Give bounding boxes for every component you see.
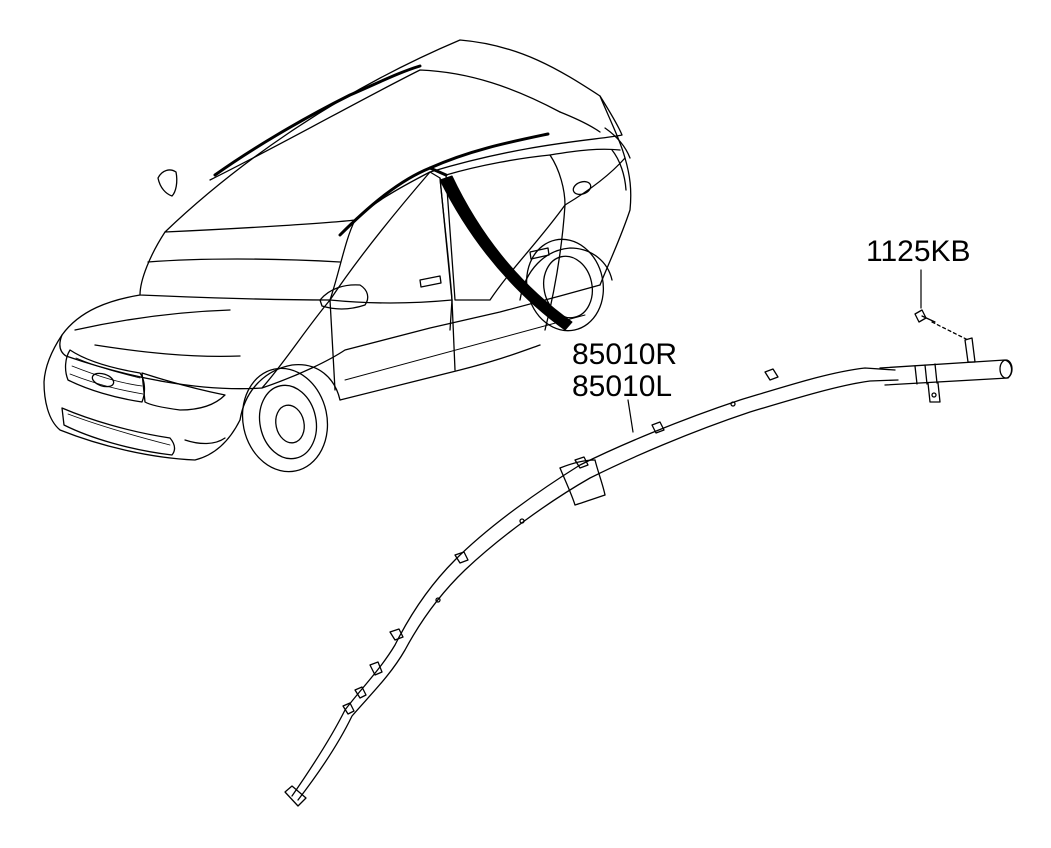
part-label-bolt: 1125KB — [866, 235, 971, 268]
car-illustration — [43, 39, 632, 473]
reference-sweep — [439, 175, 573, 331]
label-leader — [627, 399, 634, 433]
part-label-airbag-lh: 85010L — [572, 370, 673, 403]
part-label-airbag-rh: 85010R — [572, 338, 678, 371]
curtain-airbag-module — [284, 309, 1013, 807]
